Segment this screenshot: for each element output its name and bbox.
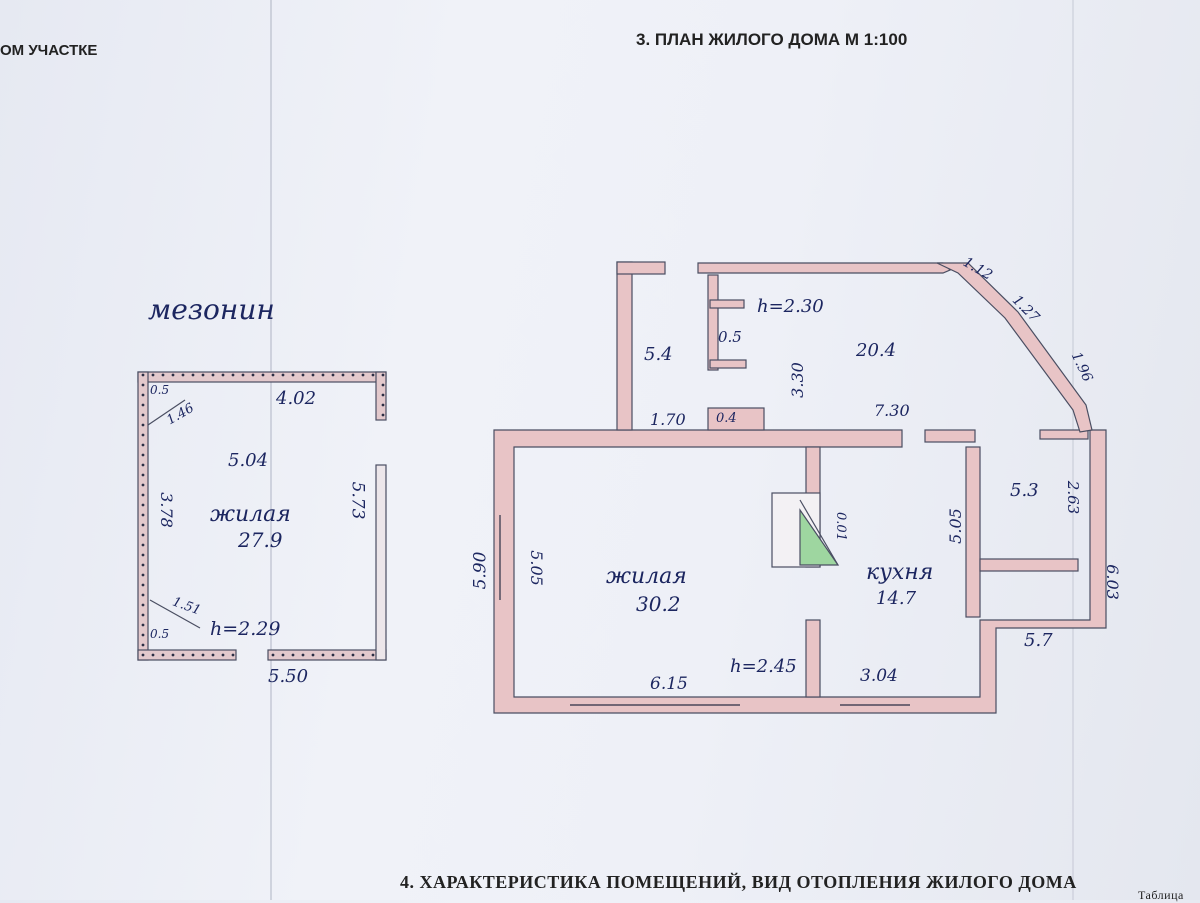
kitchen-area: 14.7 bbox=[876, 588, 917, 609]
house-walls bbox=[493, 261, 1107, 714]
room-closet-0-5: 0.5 bbox=[718, 328, 742, 346]
mezz-roof-slope-1 bbox=[147, 399, 186, 426]
partition-closet-top bbox=[709, 299, 745, 309]
house-outer-wall bbox=[493, 429, 1107, 714]
partition-kitchen-east bbox=[965, 446, 981, 618]
north-wing-left-stub bbox=[616, 261, 666, 275]
mezz-wall-top bbox=[137, 371, 387, 383]
section-4-title: 4. ХАРАКТЕРИСТИКА ПОМЕЩЕНИЙ, ВИД ОТОПЛЕН… bbox=[400, 872, 1077, 892]
stove-area: 0.01 bbox=[832, 512, 848, 541]
mezz-dim-top: 4.02 bbox=[276, 388, 317, 409]
dim-kitchen-west: 5.05 bbox=[945, 508, 965, 544]
living-room-height: h=2.45 bbox=[730, 656, 797, 677]
dim-west-inner: 5.05 bbox=[526, 550, 546, 586]
kitchen-type: кухня bbox=[866, 560, 934, 585]
dim-south-living: 6.15 bbox=[650, 674, 688, 694]
paper-fold-right bbox=[1072, 0, 1074, 900]
mezz-room-type: жилая bbox=[210, 502, 291, 527]
dim-west-outer: 5.90 bbox=[470, 551, 491, 590]
mezz-dim-corner-bottom: 0.5 bbox=[150, 627, 170, 641]
stove-green bbox=[799, 508, 840, 566]
mezz-dim-right: 5.73 bbox=[347, 481, 368, 520]
mezz-wall-left bbox=[137, 371, 149, 661]
living-room-type: жилая bbox=[606, 564, 687, 589]
north-room-height: h=2.30 bbox=[757, 296, 824, 317]
mezzanine-label: мезонин bbox=[148, 293, 275, 326]
room-hall-5-7: 5.7 bbox=[1024, 630, 1053, 651]
left-section-title: ОМ УЧАСТКЕ bbox=[0, 42, 98, 59]
living-room-area: 30.2 bbox=[636, 592, 681, 616]
room-pantry-5-3: 5.3 bbox=[1010, 480, 1039, 501]
partition-closet-bottom bbox=[709, 359, 747, 369]
mezz-wall-bottom-right bbox=[267, 649, 387, 661]
mezz-wall-right-lower bbox=[375, 464, 387, 661]
mezz-dim-bottom: 5.50 bbox=[268, 666, 309, 687]
north-wing-left-wall bbox=[616, 261, 633, 431]
mezz-wall-right-upper bbox=[375, 371, 387, 421]
wall-top-right-segment-2 bbox=[1039, 429, 1089, 440]
stove-diagonal bbox=[799, 499, 839, 566]
mezz-room-area: 27.9 bbox=[238, 528, 283, 552]
paper-fold-left bbox=[270, 0, 272, 900]
dim-pantry: 2.63 bbox=[1064, 480, 1083, 515]
north-room-area: 20.4 bbox=[856, 340, 897, 361]
plan-title: 3. ПЛАН ЖИЛОГО ДОМА М 1:100 bbox=[636, 30, 908, 49]
partition-pantry bbox=[979, 558, 1079, 572]
wall-top-right-segment bbox=[924, 429, 976, 443]
partition-closet bbox=[707, 274, 719, 371]
mezz-roof-slope-2 bbox=[149, 599, 201, 629]
bay-window-wall bbox=[936, 262, 1093, 433]
table-label: Таблица bbox=[1138, 888, 1184, 902]
mezzanine-walls bbox=[137, 371, 387, 661]
partition-living-kitchen-lower bbox=[805, 619, 821, 698]
mezz-room-height: h=2.29 bbox=[210, 618, 281, 640]
dim-east: 6.03 bbox=[1102, 564, 1122, 600]
room-niche-0-4: 0.4 bbox=[716, 411, 737, 426]
mezz-dim-inner: 5.04 bbox=[228, 450, 269, 471]
dim-7-30: 7.30 bbox=[874, 401, 910, 420]
partition-niche bbox=[707, 407, 765, 431]
dim-3-30: 3.30 bbox=[787, 362, 807, 398]
mezz-dim-corner-top: 0.5 bbox=[150, 383, 170, 397]
north-wing-top-wall bbox=[697, 262, 952, 274]
dim-south-kitchen: 3.04 bbox=[860, 666, 898, 686]
room-small-5-4: 5.4 bbox=[644, 344, 673, 365]
mezz-dim-left: 3.78 bbox=[156, 492, 176, 528]
dim-1-70: 1.70 bbox=[650, 410, 686, 429]
mezz-wall-bottom-left bbox=[137, 649, 237, 661]
